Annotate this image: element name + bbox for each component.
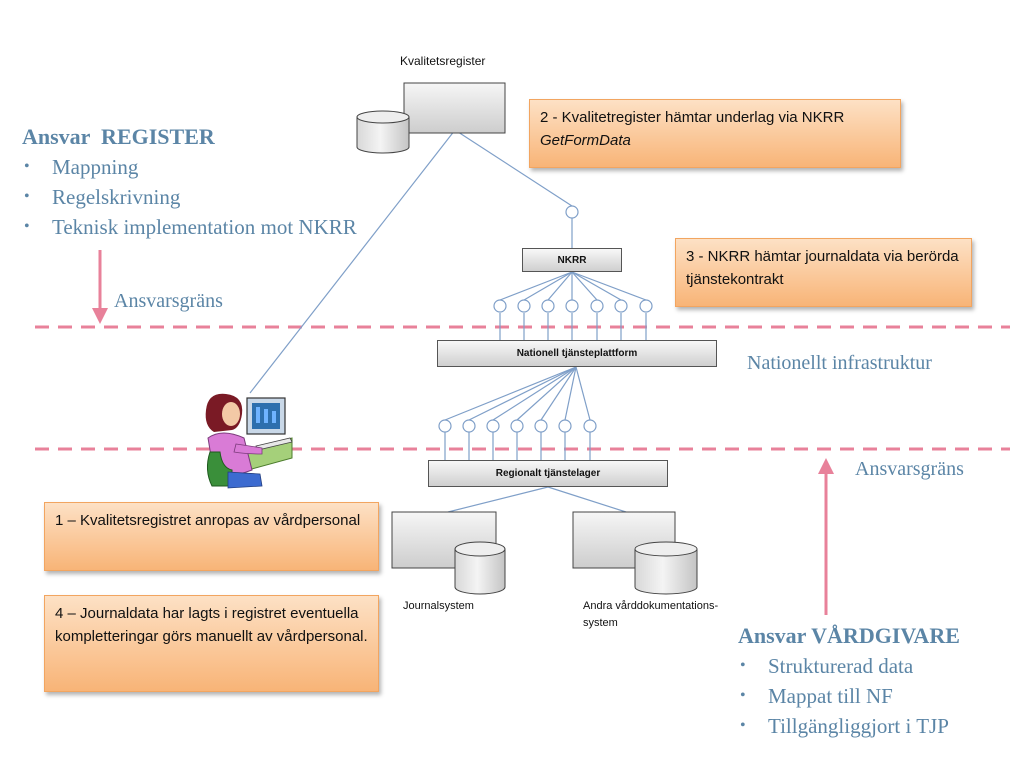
caregiver-responsibility-block: Ansvar VÅRDGIVARE Strukturerad data Mapp… [738,623,960,741]
step-2-note-text: 2 - Kvalitetregister hämtar underlag via… [540,109,845,126]
national-service-platform-node: Nationell tjänsteplattform [437,340,717,367]
step-4-note: 4 – Journaldata har lagts i registret ev… [44,595,379,692]
nkrr-node: NKRR [522,248,622,272]
port-circles [438,205,653,433]
other-documentation-system-label-line1: Andra vårddokumentations- [583,600,719,612]
register-boundary-arrow [92,250,108,324]
regional-service-layer-node: Regionalt tjänstelager [428,460,668,487]
connector-lines [249,129,647,513]
other-documentation-system-label-line2: system [583,617,618,629]
register-responsibility-item: Teknisk implementation mot NKRR [22,212,357,242]
caregiver-responsibility-item: Strukturerad data [738,651,960,681]
register-responsibility-block: Ansvar REGISTER Mappning Regelskrivning … [22,124,357,242]
caregiver-responsibility-list: Strukturerad data Mappat till NF Tillgän… [738,651,960,741]
quality-registry-label: Kvalitetsregister [400,54,486,68]
caregiver-responsibility-item: Tillgängliggjort i TJP [738,711,960,741]
journal-system-server-icon [391,511,506,595]
register-responsibility-title: Ansvar REGISTER [22,124,215,149]
register-boundary-label: Ansvarsgräns [114,290,223,312]
step-3-note: 3 - NKRR hämtar journaldata via berörda … [675,238,972,307]
step-2-note-method: GetFormData [540,132,631,149]
other-documentation-system-server-icon [572,511,698,595]
healthcare-worker-at-computer-icon [205,393,293,489]
national-infrastructure-label: Nationellt infrastruktur [747,352,932,374]
other-documentation-system-label: Andra vårddokumentations- system [583,598,718,632]
register-responsibility-item: Regelskrivning [22,182,357,212]
caregiver-responsibility-item: Mappat till NF [738,681,960,711]
step-2-note: 2 - Kvalitetregister hämtar underlag via… [529,99,901,168]
caregiver-boundary-arrow [818,458,834,615]
step-1-note: 1 – Kvalitetsregistret anropas av vårdpe… [44,502,379,571]
quality-registry-server-icon [356,82,506,154]
caregiver-responsibility-title: Ansvar VÅRDGIVARE [738,623,960,648]
register-responsibility-item: Mappning [22,152,357,182]
journal-system-label: Journalsystem [403,600,474,612]
caregiver-boundary-label: Ansvarsgräns [855,458,964,480]
register-responsibility-list: Mappning Regelskrivning Teknisk implemen… [22,152,357,242]
